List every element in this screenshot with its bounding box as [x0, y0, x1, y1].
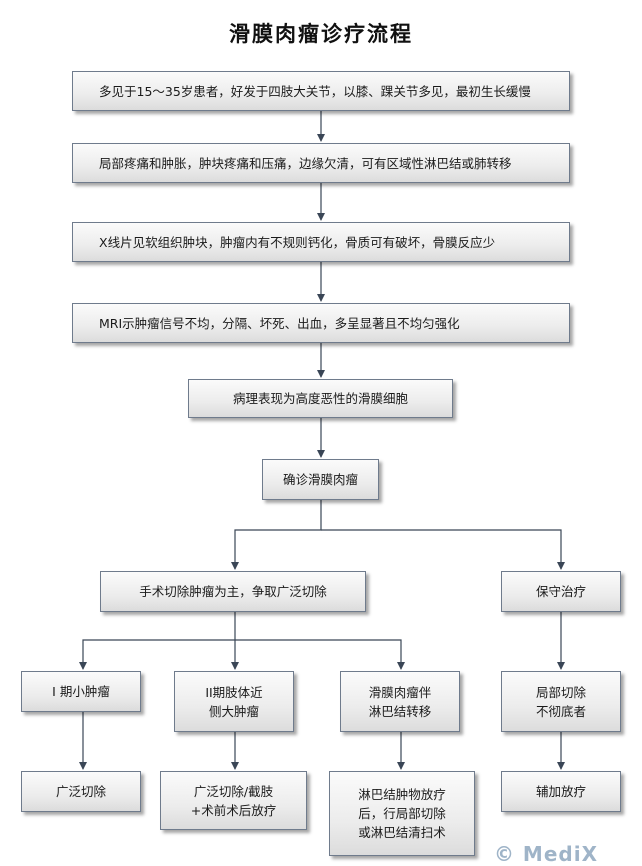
subtype-stage2: II期肢体近 侧大肿瘤 — [174, 671, 294, 732]
step-xray: X线片见软组织肿块，肿瘤内有不规则钙化，骨质可有破坏，骨膜反应少 — [72, 222, 570, 262]
split-line-surgery-right — [235, 639, 405, 670]
split-line-main — [231, 500, 322, 570]
step-diagnosis: 确诊滑膜肉瘤 — [262, 459, 379, 500]
treatment-wide: 广泛切除 — [21, 771, 141, 812]
split-line-surgery-left — [79, 612, 236, 670]
step-pathology: 病理表现为高度恶性的滑膜细胞 — [188, 379, 453, 418]
branch-conservative: 保守治疗 — [501, 571, 621, 612]
subtype-local: 局部切除 不彻底者 — [501, 671, 621, 732]
treatment-lymph: 淋巴结肿物放疗 后，行局部切除 或淋巴结清扫术 — [329, 771, 475, 856]
subtype-stage1: I 期小肿瘤 — [21, 671, 141, 712]
treatment-wide-amputation: 广泛切除/截肢 +术前术后放疗 — [160, 771, 307, 830]
step-mri: MRI示肿瘤信号不均，分隔、坏死、出血，多呈显著且不均匀强化 — [72, 303, 570, 343]
split-line-conservative — [321, 529, 565, 570]
treatment-adjuvant: 辅加放疗 — [501, 771, 621, 812]
subtype-lymph: 滑膜肉瘤伴 淋巴结转移 — [340, 671, 460, 732]
step-epidemiology: 多见于15～35岁患者，好发于四肢大关节，以膝、踝关节多见，最初生长缓慢 — [72, 71, 570, 111]
branch-surgery: 手术切除肿瘤为主，争取广泛切除 — [100, 571, 366, 612]
page-title: 滑膜肉瘤诊疗流程 — [229, 22, 413, 46]
step-symptoms: 局部疼痛和肿胀，肿块疼痛和压痛，边缘欠清，可有区域性淋巴结或肺转移 — [72, 143, 570, 183]
watermark-logo: © MediX — [493, 842, 598, 866]
